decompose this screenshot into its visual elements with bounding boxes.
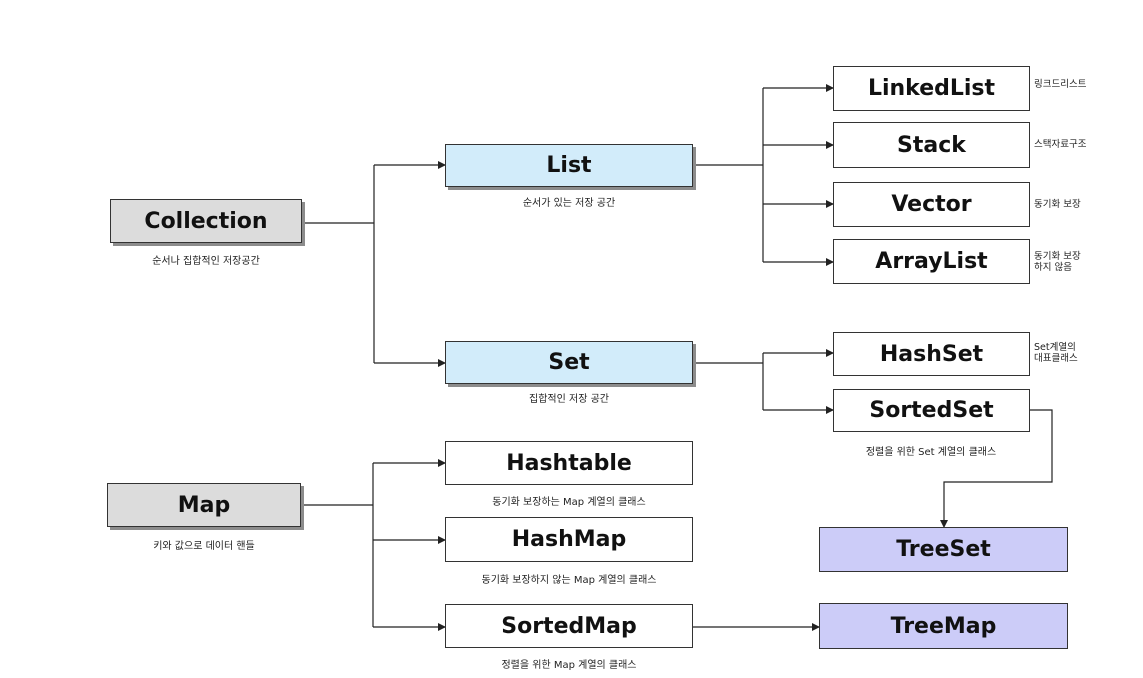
hashtable-label: Hashtable <box>506 450 632 476</box>
set-label: Set <box>548 350 590 375</box>
list-node: List <box>445 144 693 187</box>
linkedlist-label: LinkedList <box>867 76 996 101</box>
linkedlist-note: 링크드리스트 <box>1034 79 1087 90</box>
linkedlist-node: LinkedList <box>833 66 1030 111</box>
treemap-node: TreeMap <box>819 603 1068 649</box>
hashmap-node: HashMap <box>445 517 693 562</box>
sortedmap-label: SortedMap <box>501 613 637 639</box>
collection-label: Collection <box>144 208 268 234</box>
hashset-node: HashSet <box>833 332 1030 376</box>
stack-node: Stack <box>833 122 1030 168</box>
set-node: Set <box>445 341 693 384</box>
sortedset-label: SortedSet <box>869 398 994 423</box>
arraylist-note-line2: 하지 않음 <box>1034 262 1072 273</box>
hashset-note-line2: 대표클래스 <box>1034 353 1078 364</box>
map-node: Map <box>107 483 301 527</box>
hashset-note: Set계열의 대표클래스 <box>1034 342 1078 364</box>
sortedmap-caption: 정렬을 위한 Map 계열의 클래스 <box>501 660 637 671</box>
arraylist-label: ArrayList <box>875 249 988 274</box>
treeset-node: TreeSet <box>819 527 1068 572</box>
edge-sortedset-treeset <box>940 409 1053 528</box>
collection-node: Collection <box>110 199 302 243</box>
set-caption: 집합적인 저장 공간 <box>529 394 609 405</box>
list-caption: 순서가 있는 저장 공간 <box>522 198 616 209</box>
vector-note: 동기화 보장 <box>1034 199 1081 210</box>
sortedmap-node: SortedMap <box>445 604 693 648</box>
treemap-label: TreeMap <box>890 613 997 639</box>
map-caption: 키와 값으로 데이터 핸들 <box>153 541 255 552</box>
hashmap-label: HashMap <box>511 527 627 552</box>
hashmap-caption: 동기화 보장하지 않는 Map 계열의 클래스 <box>481 575 657 586</box>
vector-label: Vector <box>891 192 972 217</box>
sortedset-node: SortedSet <box>833 389 1030 432</box>
arraylist-note: 동기화 보장 하지 않음 <box>1034 251 1081 273</box>
sortedset-caption: 정렬을 위한 Set 계열의 클래스 <box>865 447 997 458</box>
list-label: List <box>546 153 592 178</box>
hashtable-caption: 동기화 보장하는 Map 계열의 클래스 <box>492 497 646 508</box>
stack-label: Stack <box>897 132 966 158</box>
stack-note: 스택자료구조 <box>1034 139 1087 150</box>
hashset-note-line1: Set계열의 <box>1034 342 1076 353</box>
vector-node: Vector <box>833 182 1030 227</box>
collection-caption: 순서나 집합적인 저장공간 <box>152 256 260 267</box>
treeset-label: TreeSet <box>896 537 991 562</box>
map-label: Map <box>177 492 231 518</box>
hashtable-node: Hashtable <box>445 441 693 485</box>
arraylist-node: ArrayList <box>833 239 1030 284</box>
hashset-label: HashSet <box>879 341 984 367</box>
arraylist-note-line1: 동기화 보장 <box>1034 251 1081 262</box>
